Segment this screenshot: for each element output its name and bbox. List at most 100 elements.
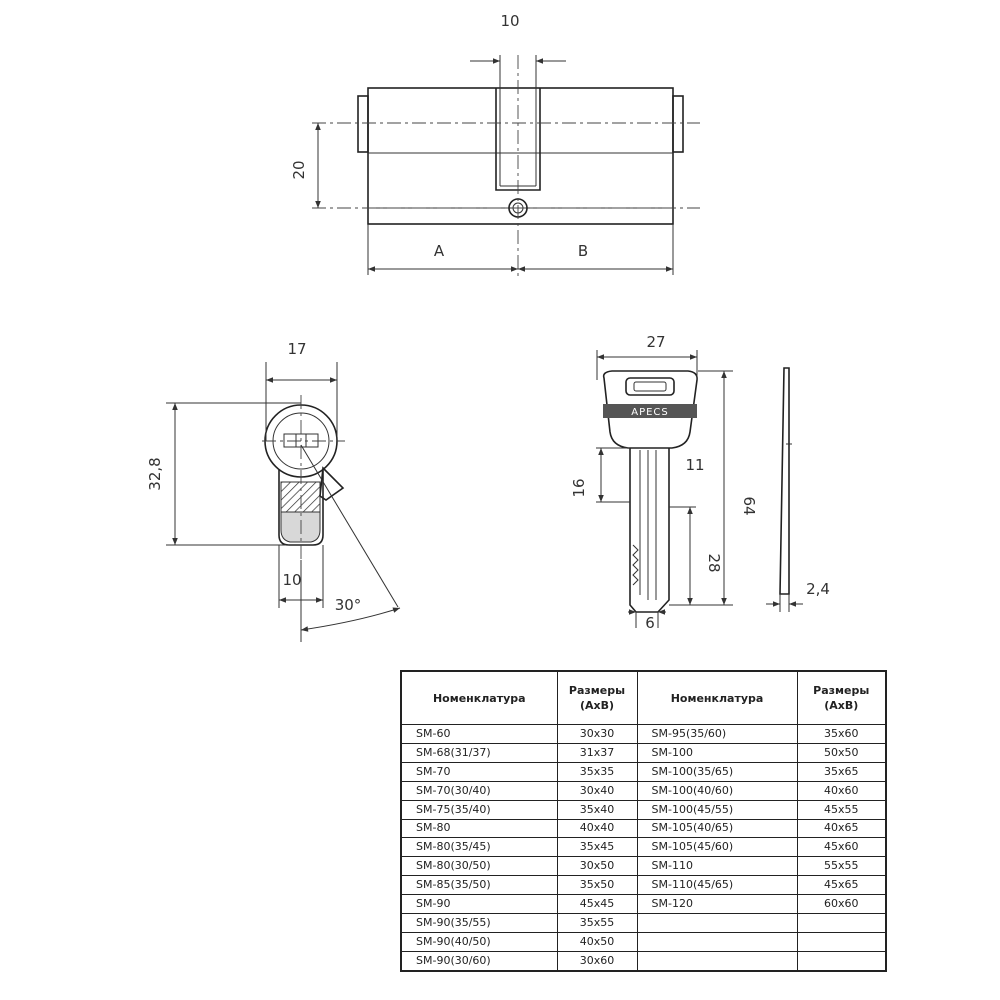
dimension-key-thickness: 2,4 xyxy=(766,580,830,612)
dimension-key-28: 28 xyxy=(669,506,723,605)
key-view: APECS 27 11 16 xyxy=(570,333,830,632)
dimension-angle: 30° xyxy=(300,560,401,642)
dim-a-label: A xyxy=(434,242,445,260)
cylinder-centerlines xyxy=(312,55,700,280)
cell-model-left: SM-68(31/37) xyxy=(400,742,558,763)
cell-model-right: SM-110 xyxy=(636,856,798,877)
cell-model-left: SM-90(30/60) xyxy=(400,950,558,972)
cell-size-right xyxy=(796,913,887,933)
cell-size-left: 40x40 xyxy=(556,818,638,839)
dim-key-shoulder-label: 11 xyxy=(685,456,704,474)
cell-size-right: 40x60 xyxy=(796,780,887,801)
cell-size-left: 31x37 xyxy=(556,742,638,763)
cell-size-right: 55x55 xyxy=(796,856,887,877)
cell-model-right xyxy=(636,913,798,933)
profile-centerlines xyxy=(262,395,399,608)
size-table: Номенклатура Размеры (AxB) Номенклатура … xyxy=(400,670,887,972)
table-row: SM-90(30/60)30x60 xyxy=(400,950,887,972)
dim-height-label: 20 xyxy=(290,160,308,179)
dim-key-length-label: 64 xyxy=(740,496,758,515)
header-nomenclature-left: Номенклатура xyxy=(400,670,558,725)
cell-model-left: SM-75(35/40) xyxy=(400,799,558,820)
cell-size-right: 45x65 xyxy=(796,875,887,896)
cell-model-left: SM-80(35/45) xyxy=(400,837,558,858)
cell-size-left: 35x40 xyxy=(556,799,638,820)
dim-key-head-width-label: 27 xyxy=(646,333,665,351)
cell-model-left: SM-90(40/50) xyxy=(400,931,558,952)
cell-model-right: SM-100(35/65) xyxy=(636,761,798,782)
cell-model-right: SM-100(45/55) xyxy=(636,799,798,820)
cell-size-left: 30x50 xyxy=(556,856,638,877)
cell-size-left: 45x45 xyxy=(556,894,638,915)
cell-size-right: 40x65 xyxy=(796,818,887,839)
header-nomenclature-right: Номенклатура xyxy=(636,670,798,725)
technical-drawing: 10 20 A B xyxy=(146,12,830,642)
cell-size-right: 45x55 xyxy=(796,799,887,820)
cylinder-front-view: 10 20 A B xyxy=(290,12,700,280)
dimension-key-16: 16 xyxy=(570,447,630,503)
cell-model-right xyxy=(636,950,798,972)
header-size-right: Размеры (AxB) xyxy=(796,670,887,725)
dimension-slot-width: 10 xyxy=(470,12,566,88)
dimension-key-tip: 6 xyxy=(628,609,666,632)
cylinder-body-outline xyxy=(357,87,684,225)
cell-size-right: 60x60 xyxy=(796,894,887,915)
cell-model-right: SM-105(40/65) xyxy=(636,818,798,839)
cell-size-right xyxy=(796,950,887,972)
dim-b-label: B xyxy=(578,242,588,260)
cell-size-left: 30x40 xyxy=(556,780,638,801)
key-side-view xyxy=(779,367,792,595)
cell-model-right: SM-95(35/60) xyxy=(636,724,798,744)
table-header-row: Номенклатура Размеры (AxB) Номенклатура … xyxy=(400,670,887,725)
cell-size-left: 35x55 xyxy=(556,913,638,933)
cell-size-right: 35x60 xyxy=(796,724,887,744)
dimension-key-length: 64 xyxy=(669,370,758,606)
cylinder-profile-view: 17 32,8 10 30° xyxy=(146,340,401,642)
profile-outline xyxy=(264,404,345,546)
key-head: APECS xyxy=(602,370,698,449)
dim-key-thickness-label: 2,4 xyxy=(806,580,830,598)
dimension-cam-width: 10 xyxy=(278,545,324,608)
cell-model-right: SM-105(45/60) xyxy=(636,837,798,858)
dimension-a-b: A B xyxy=(367,224,674,275)
cell-size-right: 45x60 xyxy=(796,837,887,858)
dim-cam-label: 10 xyxy=(282,571,301,589)
table-row: SM-90(35/55)35x55 xyxy=(400,913,887,933)
dim-key-28-label: 28 xyxy=(705,553,723,572)
dimension-profile-width: 17 xyxy=(265,340,338,441)
cell-model-left: SM-90(35/55) xyxy=(400,913,558,933)
cell-model-left: SM-90 xyxy=(400,894,558,915)
key-brand: APECS xyxy=(631,407,669,418)
cell-size-left: 30x60 xyxy=(556,950,638,972)
table-row: SM-90(40/50)40x50 xyxy=(400,931,887,952)
cell-model-left: SM-70 xyxy=(400,761,558,782)
cell-model-left: SM-85(35/50) xyxy=(400,875,558,896)
cell-model-left: SM-60 xyxy=(400,724,558,744)
cell-size-left: 35x45 xyxy=(556,837,638,858)
key-blade xyxy=(629,448,670,613)
dimension-key-head-width: 27 xyxy=(596,333,698,380)
dimension-cylinder-height: 20 xyxy=(290,123,321,208)
dim-angle-label: 30° xyxy=(335,596,362,614)
header-size-left: Размеры (AxB) xyxy=(556,670,638,725)
cell-size-right: 35x65 xyxy=(796,761,887,782)
cell-model-right: SM-110(45/65) xyxy=(636,875,798,896)
cell-model-right: SM-100 xyxy=(636,742,798,763)
cell-model-right: SM-100(40/60) xyxy=(636,780,798,801)
cell-size-left: 40x50 xyxy=(556,931,638,952)
cell-size-right xyxy=(796,931,887,952)
cell-model-left: SM-80 xyxy=(400,818,558,839)
cell-size-left: 30x30 xyxy=(556,724,638,744)
dim-profile-width-label: 17 xyxy=(287,340,306,358)
dim-profile-height-label: 32,8 xyxy=(146,457,164,490)
dim-slot-label: 10 xyxy=(500,12,519,30)
